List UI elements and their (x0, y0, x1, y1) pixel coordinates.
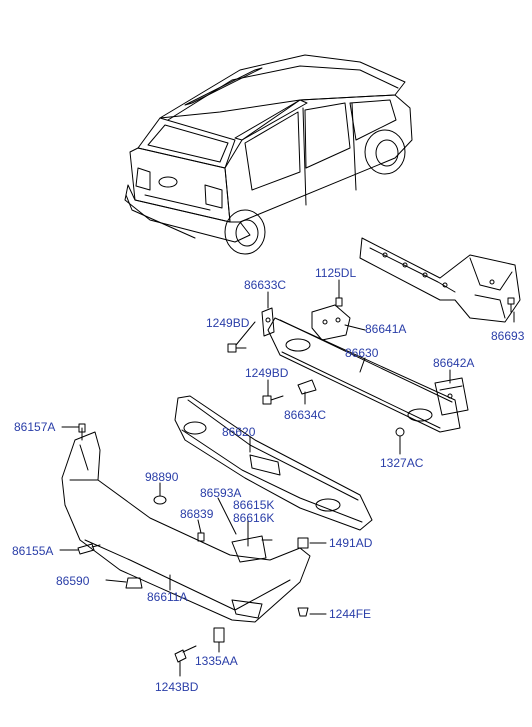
part-label-86593a[interactable]: 86593A (200, 486, 242, 500)
part-label-86693[interactable]: 86693 (491, 329, 525, 343)
part-label-1491ad[interactable]: 1491AD (329, 536, 373, 550)
part-label-1243bd[interactable]: 1243BD (155, 680, 199, 694)
part-label-86590[interactable]: 86590 (56, 574, 90, 588)
part-label-1244fe[interactable]: 1244FE (329, 607, 372, 621)
part-label-86634c[interactable]: 86634C (284, 408, 327, 422)
part-label-86641a[interactable]: 86641A (365, 322, 407, 336)
part-label-1125dl[interactable]: 1125DL (315, 266, 357, 280)
rear-panel (359, 237, 521, 323)
part-label-1335aa[interactable]: 1335AA (195, 654, 238, 668)
leader-lines (59, 279, 515, 677)
part-label-86620[interactable]: 86620 (222, 425, 256, 439)
vehicle-illustration (124, 54, 413, 255)
part-label-86839[interactable]: 86839 (180, 507, 214, 521)
part-label-98890[interactable]: 98890 (145, 470, 179, 484)
bumper-cover (61, 427, 311, 623)
part-label-86157a[interactable]: 86157A (14, 420, 56, 434)
fasteners (77, 284, 405, 663)
part-label-1249bd-lower[interactable]: 1249BD (245, 366, 289, 380)
part-label-86642a[interactable]: 86642A (433, 356, 475, 370)
part-label-86155a[interactable]: 86155A (12, 544, 54, 558)
part-label-1327ac[interactable]: 1327AC (380, 456, 424, 470)
part-label-86616k[interactable]: 86616K (233, 511, 275, 525)
part-label-86633c[interactable]: 86633C (244, 278, 287, 292)
part-label-86630[interactable]: 86630 (345, 346, 379, 360)
part-label-86611a[interactable]: 86611A (147, 590, 188, 604)
part-label-1249bd-upper[interactable]: 1249BD (206, 316, 250, 330)
part-label-86615k[interactable]: 86615K (233, 498, 275, 512)
bumper-beam (261, 304, 469, 433)
